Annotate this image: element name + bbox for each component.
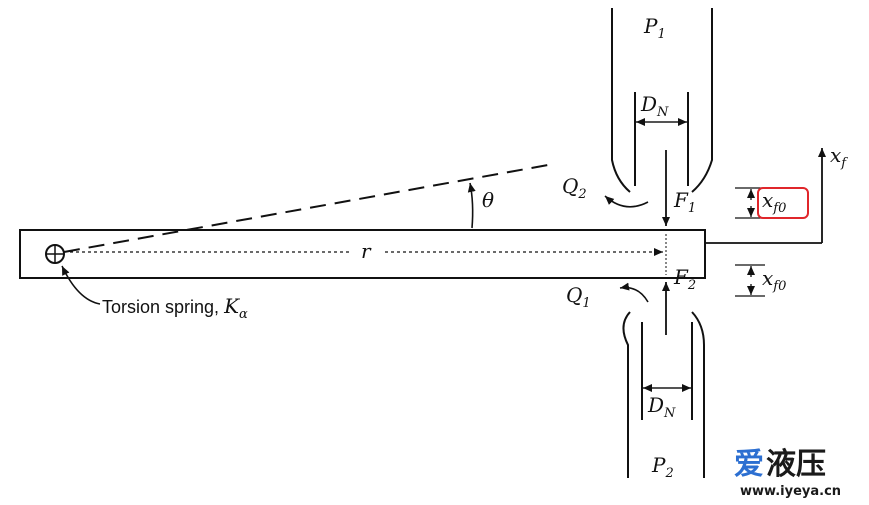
r-label: r [361,239,372,263]
theta-arrow [467,182,476,229]
q1-flow-arrow [619,282,649,303]
dn-bottom-label: DN [647,393,676,421]
xf0-highlight-box [757,187,809,219]
f1-label: F1 [673,188,696,216]
q1-label: Q1 [566,283,591,311]
p2-label: P2 [651,453,674,481]
torsion-spring-leader [61,265,101,305]
xf0-top-gap-dimension [735,187,765,219]
watermark-logo: 爱 液压 www.iyeya.cn [734,447,841,499]
xf0-top-label: xf0 [762,188,786,216]
svg-text:爱: 爱 [734,447,764,482]
p1-label: P1 [643,14,666,42]
xf0-bottom-label: xf0 [762,266,786,294]
svg-text:液压: 液压 [766,447,826,482]
flapper-beam [19,229,706,279]
deflected-flapper-line [63,164,549,253]
f2-label: F2 [673,265,696,293]
q2-flow-arrow [604,195,649,208]
pivot-icon [45,244,65,264]
bottom-nozzle [622,311,705,478]
q2-label: Q2 [562,174,587,202]
top-nozzle [611,8,713,193]
torsion-spring-label: Torsion spring, Kα [102,294,248,322]
xf-axis-label: xf [830,143,848,171]
xf0-bottom-gap-dimension [735,264,765,297]
theta-label: θ [482,188,494,212]
dn-top-label: DN [640,92,669,120]
svg-text:www.iyeya.cn: www.iyeya.cn [740,484,841,499]
